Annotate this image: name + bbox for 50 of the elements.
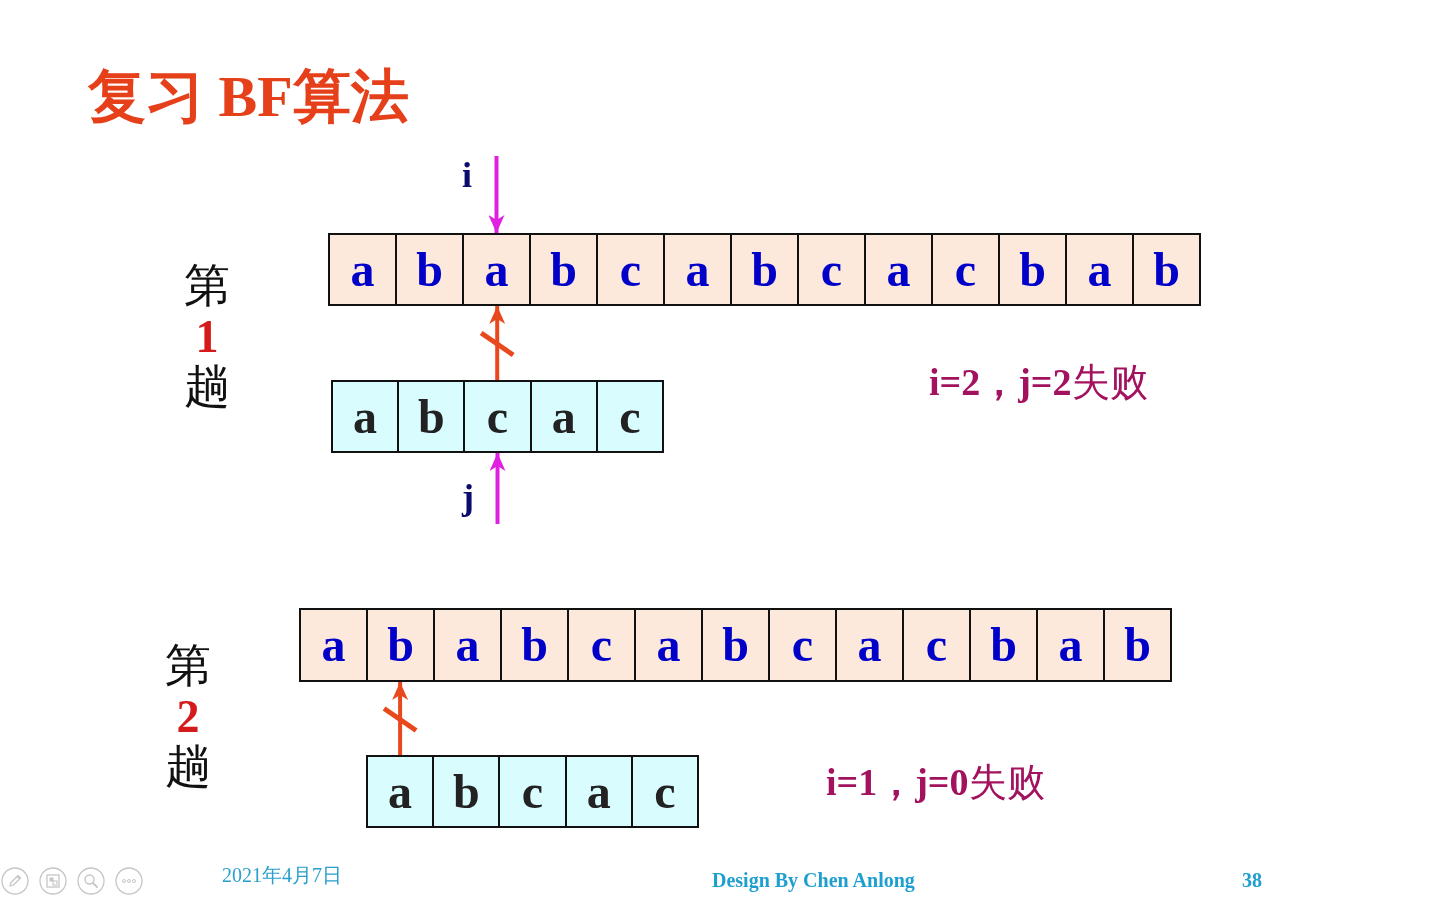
main-string-cell: a — [433, 608, 502, 682]
round-label: 第1趟 — [184, 261, 230, 413]
main-string-cell: b — [969, 608, 1038, 682]
pattern-string-cell: c — [630, 755, 699, 828]
pattern-string-cell: b — [432, 755, 501, 828]
main-string-cell: a — [1036, 608, 1105, 682]
main-string-cell: a — [328, 233, 397, 306]
main-string-cell: b — [998, 233, 1067, 306]
slide-title: 复习 BF算法 — [88, 64, 409, 131]
main-string-cell: a — [864, 233, 933, 306]
arrow — [488, 156, 505, 233]
credit-text: Design By Chen Anlong — [712, 869, 915, 892]
pattern-string-cell: a — [366, 755, 435, 828]
pattern-string-cell: c — [595, 380, 664, 453]
pointer-label: j — [462, 474, 474, 521]
status-text: i=2，j=2失败 — [929, 361, 1148, 405]
main-string-cell: a — [462, 233, 531, 306]
pattern-string-cell: b — [397, 380, 466, 453]
pattern-string-cell: c — [463, 380, 532, 453]
page-number: 38 — [1242, 869, 1262, 892]
arrow — [489, 306, 506, 380]
pattern-string-cell: a — [564, 755, 633, 828]
main-string-cell: b — [701, 608, 770, 682]
arrow — [392, 682, 409, 755]
status-text: i=1，j=0失败 — [826, 761, 1045, 805]
main-string-cell: c — [596, 233, 665, 306]
main-string-cell: c — [931, 233, 1000, 306]
arrow — [489, 453, 506, 524]
main-string-cell: a — [299, 608, 368, 682]
main-string-cell: a — [634, 608, 703, 682]
pointer-label: i — [462, 152, 472, 199]
main-string-cell: b — [500, 608, 569, 682]
main-string-cell: c — [768, 608, 837, 682]
main-string-cell: b — [1132, 233, 1201, 306]
pattern-string-cell: a — [529, 380, 598, 453]
main-string-cell: a — [663, 233, 732, 306]
date-text: 2021年4月7日 — [222, 864, 342, 887]
main-string-cell: a — [1065, 233, 1134, 306]
round-label: 第2趟 — [165, 641, 211, 793]
main-string-cell: b — [1103, 608, 1172, 682]
main-string-cell: c — [902, 608, 971, 682]
main-string-cell: b — [730, 233, 799, 306]
pattern-string-cell: c — [498, 755, 567, 828]
main-string-cell: c — [567, 608, 636, 682]
main-string-cell: c — [797, 233, 866, 306]
pattern-string-cell: a — [331, 380, 400, 453]
main-string-cell: a — [835, 608, 904, 682]
main-string-cell: b — [529, 233, 598, 306]
main-string-cell: b — [395, 233, 464, 306]
main-string-cell: b — [366, 608, 435, 682]
